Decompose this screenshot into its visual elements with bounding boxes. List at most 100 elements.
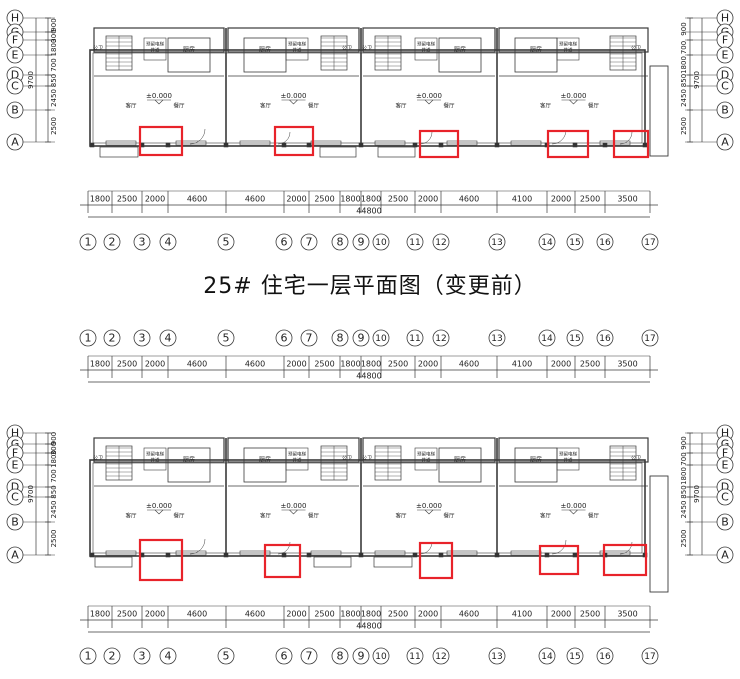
top-depth-text-1-L: 300 xyxy=(50,29,58,42)
top-axis-2 xyxy=(103,233,121,251)
top-axis-E-R-label: E xyxy=(722,49,729,62)
bottom-axis-15 xyxy=(566,647,584,665)
bottom-axis-7-label: 7 xyxy=(306,650,313,663)
top-front-window-b-3 xyxy=(446,140,478,146)
bottom-dim-text-10: 2500 xyxy=(388,610,408,619)
bottom-depth-text-5-L: 2450 xyxy=(50,501,58,519)
top-axis-A-L-label: A xyxy=(11,136,19,149)
top-elevator-label2-2: 井道 xyxy=(293,47,302,54)
top-living-label-2: 客厅 xyxy=(260,102,272,110)
bottom-dim-text-13: 4100 xyxy=(512,610,532,619)
top-column-3 xyxy=(223,142,229,148)
bottom-change-highlight-1 xyxy=(138,538,184,582)
bottom-level-mark-3: ±0.000 xyxy=(416,502,442,510)
top-axis-7 xyxy=(300,233,318,251)
bottom-level-mark-1: ±0.000 xyxy=(146,502,172,510)
bottom-change-highlight-5 xyxy=(602,543,648,577)
bottom-bath-label-1: 公卫 xyxy=(93,456,103,462)
bottom-upper-dim-text-16: 3500 xyxy=(617,360,637,369)
top-dim-text-8: 1800 xyxy=(340,195,360,204)
bottom-upper-axis-2-label: 2 xyxy=(109,332,116,345)
bottom-upper-axis-17 xyxy=(641,329,659,347)
top-dim-text-16: 3500 xyxy=(617,195,637,204)
bottom-upper-axis-3 xyxy=(133,329,151,347)
top-level-triangle-3 xyxy=(424,99,434,105)
bottom-door-swing-5 xyxy=(619,541,633,555)
top-kitchen-label-1: 厨房 xyxy=(183,46,195,54)
top-column-8 xyxy=(438,142,444,148)
top-elevator-label-3: 预留电梯 xyxy=(417,41,435,48)
bottom-dim-text-15: 2500 xyxy=(580,610,600,619)
bottom-front-window-a-3 xyxy=(374,550,406,556)
top-axis-7-label: 7 xyxy=(306,236,313,249)
top-front-window-a-4 xyxy=(510,140,542,146)
bottom-elevator-label2-3: 井道 xyxy=(422,457,431,464)
bottom-upper-dim-text-8: 1800 xyxy=(340,360,360,369)
top-depth-text-3-L: 700 xyxy=(50,58,58,71)
bottom-axis-1 xyxy=(79,647,97,665)
bottom-depth-total-R: 9700 xyxy=(693,485,701,503)
top-axis-10-label: 10 xyxy=(375,238,387,248)
bottom-upper-axis-4-label: 4 xyxy=(165,332,172,345)
top-elevator-label-4: 预留电梯 xyxy=(559,41,577,48)
bottom-change-highlight-2 xyxy=(263,543,302,579)
bottom-axis-11 xyxy=(406,647,424,665)
bottom-axis-5-label: 5 xyxy=(223,650,230,663)
bottom-upper-axis-15-label: 15 xyxy=(569,334,580,344)
bottom-upper-axis-3-label: 3 xyxy=(139,332,146,345)
top-dim-text-4: 4600 xyxy=(187,195,207,204)
bottom-upper-axis-1 xyxy=(79,329,97,347)
top-depth-text-2-R: 1800 xyxy=(680,56,688,74)
top-elevator-label2-4: 井道 xyxy=(564,47,573,54)
top-living-label-1: 客厅 xyxy=(125,102,137,110)
top-depth-text-0-R: 900 xyxy=(680,22,688,35)
top-axis-A-R-label: A xyxy=(721,136,729,149)
bottom-dim-text-12: 4600 xyxy=(459,610,479,619)
top-elevator-label-2: 预留电梯 xyxy=(288,41,306,48)
top-elevator-4 xyxy=(556,37,580,61)
bottom-elevator-label-4: 预留电梯 xyxy=(559,451,577,458)
top-column-7 xyxy=(412,142,418,148)
bottom-level-triangle-4 xyxy=(569,509,578,515)
bottom-kitchen-2 xyxy=(243,447,287,483)
bottom-column-7 xyxy=(412,552,418,558)
top-depth-total-R: 9700 xyxy=(693,71,701,89)
bottom-dim-text-4: 4600 xyxy=(187,610,207,619)
top-level-triangle-4 xyxy=(569,99,578,105)
top-column-2 xyxy=(165,142,171,148)
top-dim-text-3: 2000 xyxy=(145,195,165,204)
bottom-axis-7 xyxy=(300,647,318,665)
bottom-axis-B-R-label: B xyxy=(721,516,729,529)
bottom-axis-H-L-label: H xyxy=(11,427,19,440)
bottom-axis-17-label: 17 xyxy=(644,652,655,662)
top-elevator-1 xyxy=(143,37,167,61)
top-door-swing-4 xyxy=(551,129,567,145)
bottom-column-3 xyxy=(223,552,229,558)
top-change-highlight-5 xyxy=(612,129,650,159)
bottom-level-triangle-1 xyxy=(154,509,164,515)
bottom-axis-17 xyxy=(641,647,659,665)
bottom-side-balcony xyxy=(649,475,669,593)
bottom-upper-axis-14-label: 14 xyxy=(541,334,553,344)
bottom-dim-text-7: 2500 xyxy=(314,610,334,619)
bottom-upper-axis-12 xyxy=(432,329,450,347)
bottom-elevator-label2-2: 井道 xyxy=(293,457,302,464)
bottom-dim-text-6: 2000 xyxy=(286,610,306,619)
top-dim-text-14: 2000 xyxy=(551,195,571,204)
bottom-door-swing-1 xyxy=(189,538,206,555)
bottom-axis-14 xyxy=(538,647,556,665)
top-ac-ledge-1 xyxy=(99,146,139,158)
top-front-window-b-1 xyxy=(175,140,207,146)
top-ac-ledge-2 xyxy=(319,146,357,158)
bottom-bath-label-2: 公卫 xyxy=(342,456,352,462)
bottom-dining-label-3: 餐厅 xyxy=(443,512,455,520)
top-elevator-2 xyxy=(285,37,309,61)
top-axis-6 xyxy=(275,233,293,251)
top-axis-11 xyxy=(406,233,424,251)
top-column-4 xyxy=(281,142,287,148)
bottom-depth-text-1-L: 300 xyxy=(50,442,58,455)
top-elevator-label2-1: 井道 xyxy=(151,47,160,54)
bottom-upper-dim-text-9: 1800 xyxy=(361,360,381,369)
bottom-axis-16 xyxy=(596,647,614,665)
bottom-axis-1-label: 1 xyxy=(85,650,92,663)
